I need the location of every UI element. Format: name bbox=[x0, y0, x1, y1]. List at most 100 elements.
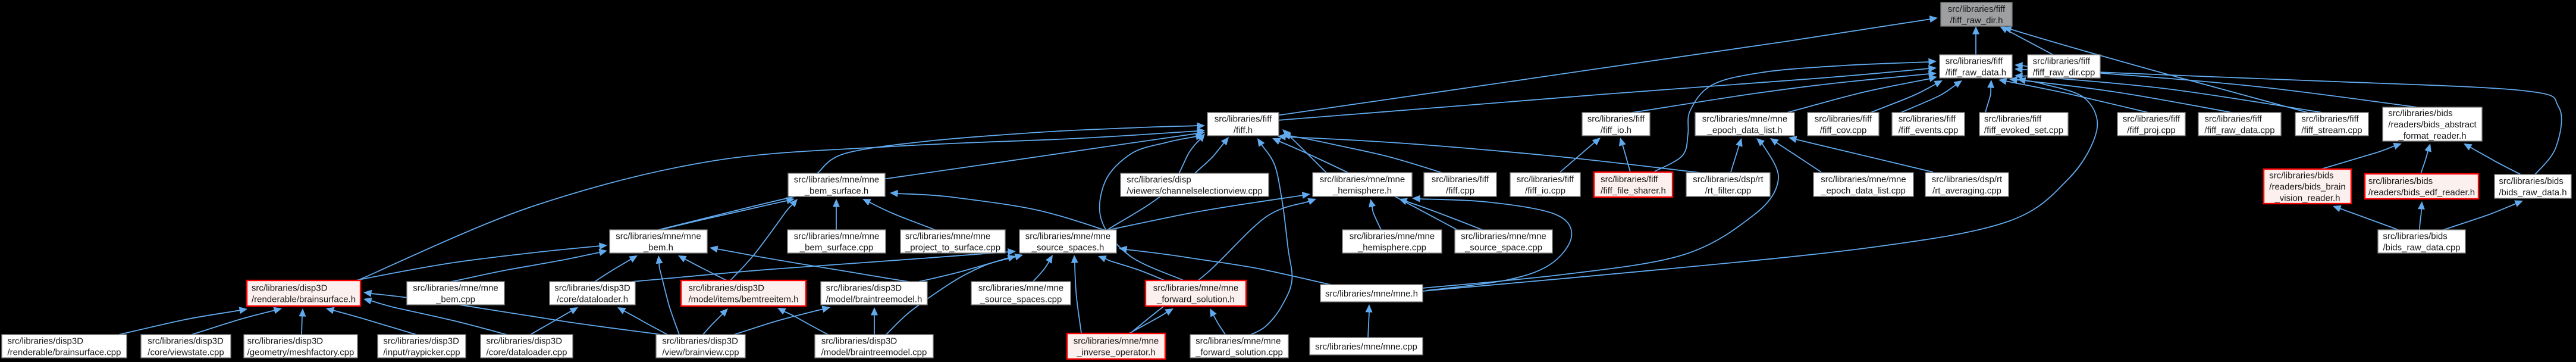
svg-text:/input/raypicker.cpp: /input/raypicker.cpp bbox=[383, 347, 460, 357]
svg-text:src/libraries/fiff: src/libraries/fiff bbox=[1432, 174, 1489, 185]
svg-text:/fiff_io.h: /fiff_io.h bbox=[1601, 125, 1631, 135]
svg-text:src/libraries/fiff: src/libraries/fiff bbox=[1215, 114, 1272, 124]
svg-text:src/libraries/mne/mne.cpp: src/libraries/mne/mne.cpp bbox=[1315, 342, 1417, 352]
svg-text:src/libraries/fiff: src/libraries/fiff bbox=[2301, 114, 2359, 124]
svg-text:src/libraries/fiff: src/libraries/fiff bbox=[1815, 114, 1872, 124]
svg-text:src/libraries/mne/mne: src/libraries/mne/mne bbox=[1153, 283, 1238, 293]
svg-text:_hemisphere.h: _hemisphere.h bbox=[1332, 186, 1392, 196]
svg-text:src/libraries/mne/mne: src/libraries/mne/mne bbox=[794, 231, 879, 241]
svg-text:_project_to_surface.cpp: _project_to_surface.cpp bbox=[905, 242, 1000, 252]
svg-text:_forward_solution.h: _forward_solution.h bbox=[1156, 294, 1235, 304]
svg-text:src/libraries/disp: src/libraries/disp bbox=[1127, 174, 1191, 185]
svg-text:/renderable/brainsurface.h: /renderable/brainsurface.h bbox=[252, 294, 356, 304]
svg-text:_format_reader.h: _format_reader.h bbox=[2398, 131, 2466, 141]
svg-text:src/libraries/disp3D: src/libraries/disp3D bbox=[688, 283, 764, 293]
svg-text:src/libraries/fiff: src/libraries/fiff bbox=[1587, 114, 1645, 124]
svg-text:/fiff_proj.cpp: /fiff_proj.cpp bbox=[2127, 125, 2175, 135]
svg-text:src/libraries/disp3D: src/libraries/disp3D bbox=[247, 336, 324, 346]
svg-text:/core/viewstate.cpp: /core/viewstate.cpp bbox=[148, 347, 224, 357]
svg-text:/view/brainview.cpp: /view/brainview.cpp bbox=[662, 347, 739, 357]
svg-text:_inverse_operator.h: _inverse_operator.h bbox=[1076, 347, 1156, 357]
svg-text:src/libraries/disp3D: src/libraries/disp3D bbox=[826, 283, 902, 293]
svg-text:src/libraries/mne/mne: src/libraries/mne/mne bbox=[616, 231, 701, 241]
svg-text:src/libraries/mne/mne: src/libraries/mne/mne bbox=[1196, 336, 1281, 346]
svg-text:src/libraries/mne/mne: src/libraries/mne/mne bbox=[1074, 336, 1159, 346]
svg-text:/fiff_raw_dir.h: /fiff_raw_dir.h bbox=[1950, 15, 2003, 26]
svg-text:_epoch_data_list.h: _epoch_data_list.h bbox=[1707, 125, 1783, 135]
svg-text:/model/braintreemodel.cpp: /model/braintreemodel.cpp bbox=[821, 347, 927, 357]
svg-text:src/libraries/mne/mne: src/libraries/mne/mne bbox=[905, 231, 990, 241]
svg-text:src/libraries/disp3D: src/libraries/disp3D bbox=[487, 336, 563, 346]
svg-text:/readers/bids_brain: /readers/bids_brain bbox=[2269, 182, 2345, 192]
svg-text:_bem_surface.cpp: _bem_surface.cpp bbox=[799, 242, 873, 252]
svg-text:/fiff_events.cpp: /fiff_events.cpp bbox=[1899, 125, 1959, 135]
svg-text:/fiff.h: /fiff.h bbox=[1234, 125, 1253, 135]
svg-text:src/libraries/fiff: src/libraries/fiff bbox=[1948, 4, 2006, 14]
svg-text:_bem_surface.h: _bem_surface.h bbox=[804, 186, 869, 196]
svg-text:src/libraries/fiff: src/libraries/fiff bbox=[1899, 114, 1956, 124]
svg-text:_bem.h: _bem.h bbox=[643, 242, 673, 252]
svg-text:src/libraries/mne/mne: src/libraries/mne/mne bbox=[978, 283, 1063, 293]
svg-text:/geometry/meshfactory.cpp: /geometry/meshfactory.cpp bbox=[247, 347, 354, 357]
svg-text:src/libraries/mne/mne: src/libraries/mne/mne bbox=[1025, 231, 1110, 241]
svg-text:_forward_solution.cpp: _forward_solution.cpp bbox=[1195, 347, 1283, 357]
svg-text:src/libraries/dsp/rt: src/libraries/dsp/rt bbox=[1693, 174, 1764, 185]
svg-text:/fiff_raw_data.h: /fiff_raw_data.h bbox=[1946, 67, 2006, 77]
svg-text:src/libraries/bids: src/libraries/bids bbox=[2368, 176, 2433, 186]
svg-text:src/libraries/disp3D: src/libraries/disp3D bbox=[662, 336, 738, 346]
svg-text:/fiff_raw_data.cpp: /fiff_raw_data.cpp bbox=[2204, 125, 2274, 135]
svg-text:src/libraries/mne/mne: src/libraries/mne/mne bbox=[794, 174, 879, 185]
svg-text:src/libraries/disp3D: src/libraries/disp3D bbox=[8, 336, 84, 346]
svg-text:src/libraries/fiff: src/libraries/fiff bbox=[1517, 174, 1574, 185]
svg-text:_bem.cpp: _bem.cpp bbox=[435, 294, 475, 304]
svg-text:src/libraries/disp3D: src/libraries/disp3D bbox=[148, 336, 224, 346]
svg-text:/model/items/bemtreeitem.h: /model/items/bemtreeitem.h bbox=[688, 294, 798, 304]
svg-text:src/libraries/mne/mne.h: src/libraries/mne/mne.h bbox=[1325, 289, 1418, 299]
svg-text:/rt_averaging.cpp: /rt_averaging.cpp bbox=[1932, 186, 2001, 196]
svg-text:/fiff_io.cpp: /fiff_io.cpp bbox=[1525, 186, 1565, 196]
svg-text:/readers/bids_edf_reader.h: /readers/bids_edf_reader.h bbox=[2368, 188, 2475, 198]
svg-text:/fiff_stream.cpp: /fiff_stream.cpp bbox=[2301, 125, 2362, 135]
svg-text:src/libraries/dsp/rt: src/libraries/dsp/rt bbox=[1932, 174, 2003, 185]
svg-text:src/libraries/fiff: src/libraries/fiff bbox=[1946, 56, 2003, 66]
svg-text:src/libraries/mne/mne: src/libraries/mne/mne bbox=[1821, 174, 1906, 185]
svg-text:src/libraries/mne/mne: src/libraries/mne/mne bbox=[1350, 231, 1435, 241]
svg-text:/readers/bids_abstract: /readers/bids_abstract bbox=[2388, 120, 2477, 130]
svg-text:/core/dataloader.cpp: /core/dataloader.cpp bbox=[487, 347, 567, 357]
svg-text:src/libraries/disp3D: src/libraries/disp3D bbox=[383, 336, 459, 346]
svg-text:src/libraries/bids: src/libraries/bids bbox=[2383, 231, 2447, 241]
svg-text:src/libraries/fiff: src/libraries/fiff bbox=[1601, 174, 1658, 185]
svg-text:/renderable/brainsurface.cpp: /renderable/brainsurface.cpp bbox=[8, 347, 121, 357]
svg-text:/viewers/channelselectionview.: /viewers/channelselectionview.cpp bbox=[1127, 186, 1262, 196]
svg-text:/fiff_file_sharer.h: /fiff_file_sharer.h bbox=[1601, 186, 1666, 196]
svg-text:_source_spaces.cpp: _source_spaces.cpp bbox=[980, 294, 1062, 304]
svg-text:src/libraries/disp3D: src/libraries/disp3D bbox=[821, 336, 898, 346]
svg-text:src/libraries/bids: src/libraries/bids bbox=[2499, 176, 2563, 186]
svg-text:_source_spaces.h: _source_spaces.h bbox=[1031, 242, 1105, 252]
svg-text:src/libraries/fiff: src/libraries/fiff bbox=[2033, 56, 2091, 66]
svg-text:src/libraries/disp3D: src/libraries/disp3D bbox=[554, 283, 630, 293]
svg-text:src/libraries/disp3D: src/libraries/disp3D bbox=[252, 283, 328, 293]
svg-text:src/libraries/fiff: src/libraries/fiff bbox=[2123, 114, 2180, 124]
svg-text:src/libraries/mne/mne: src/libraries/mne/mne bbox=[1702, 114, 1787, 124]
svg-text:_hemisphere.cpp: _hemisphere.cpp bbox=[1357, 242, 1426, 252]
svg-text:src/libraries/mne/mne: src/libraries/mne/mne bbox=[1461, 231, 1546, 241]
svg-text:src/libraries/fiff: src/libraries/fiff bbox=[1984, 114, 2042, 124]
svg-text:/bids_raw_data.h: /bids_raw_data.h bbox=[2499, 188, 2566, 198]
svg-text:/rt_filter.cpp: /rt_filter.cpp bbox=[1705, 186, 1752, 196]
svg-text:/core/dataloader.h: /core/dataloader.h bbox=[557, 294, 628, 304]
svg-text:src/libraries/mne/mne: src/libraries/mne/mne bbox=[1320, 174, 1405, 185]
svg-text:/model/braintreemodel.h: /model/braintreemodel.h bbox=[826, 294, 923, 304]
svg-text:/fiff_raw_dir.cpp: /fiff_raw_dir.cpp bbox=[2033, 67, 2095, 77]
svg-text:_epoch_data_list.cpp: _epoch_data_list.cpp bbox=[1821, 186, 1906, 196]
svg-text:src/libraries/fiff: src/libraries/fiff bbox=[2204, 114, 2262, 124]
svg-text:/fiff.cpp: /fiff.cpp bbox=[1446, 186, 1474, 196]
svg-text:_vision_reader.h: _vision_reader.h bbox=[2274, 193, 2340, 203]
svg-text:src/libraries/bids: src/libraries/bids bbox=[2269, 170, 2333, 180]
svg-text:src/libraries/mne/mne: src/libraries/mne/mne bbox=[413, 283, 498, 293]
svg-text:/fiff_cov.cpp: /fiff_cov.cpp bbox=[1820, 125, 1867, 135]
svg-text:_source_space.cpp: _source_space.cpp bbox=[1464, 242, 1542, 252]
svg-text:/bids_raw_data.cpp: /bids_raw_data.cpp bbox=[2383, 242, 2460, 252]
svg-text:src/libraries/bids: src/libraries/bids bbox=[2388, 108, 2452, 118]
svg-text:/fiff_evoked_set.cpp: /fiff_evoked_set.cpp bbox=[1984, 125, 2063, 135]
